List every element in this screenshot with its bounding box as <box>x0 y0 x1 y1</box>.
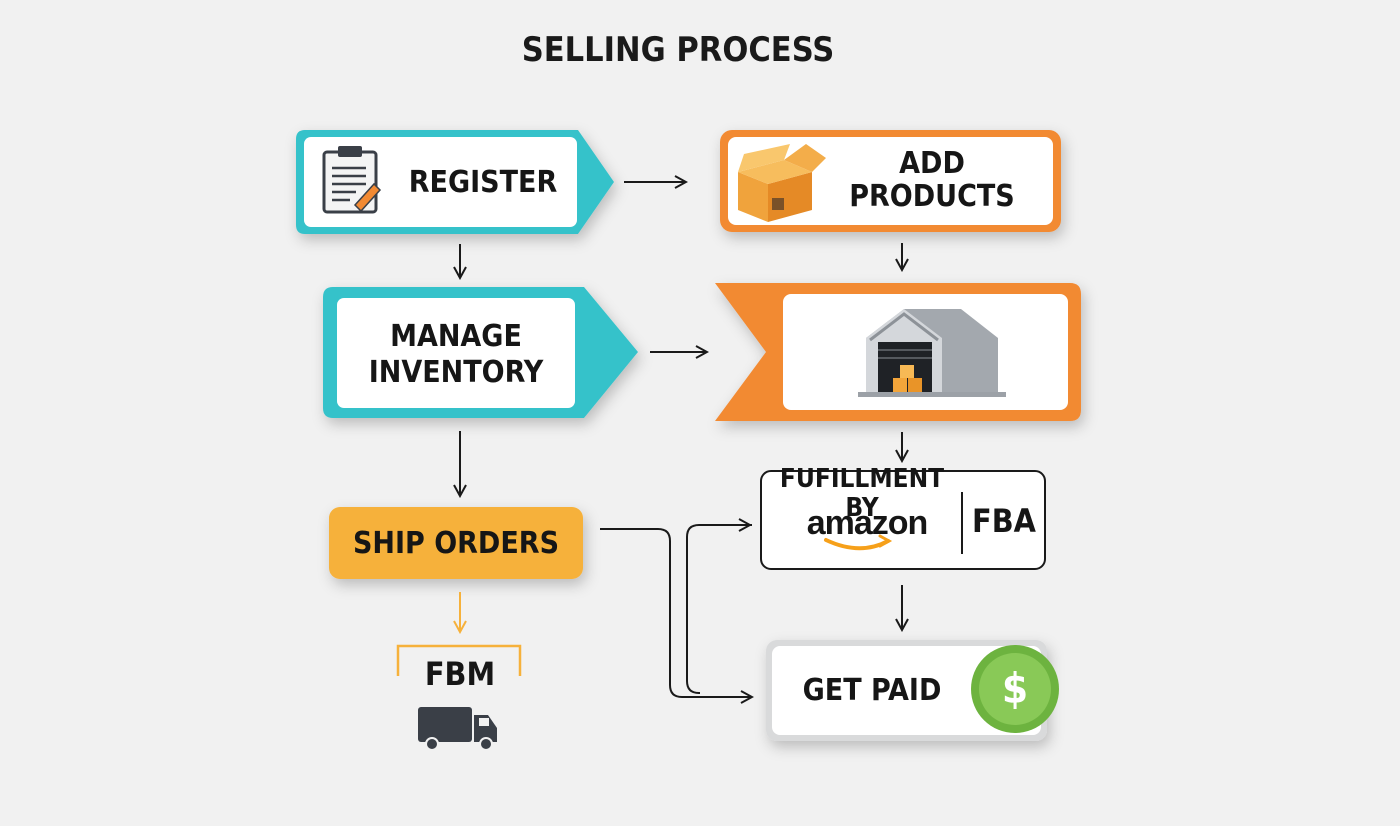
warehouse-icon <box>858 309 1006 397</box>
dollar-symbol: $ <box>1001 663 1029 713</box>
get-paid-label: GET PAID <box>802 672 942 708</box>
arrow-ship-to-fba <box>686 524 752 694</box>
ship-orders-label: SHIP ORDERS <box>352 525 560 561</box>
add-products-label: ADD PRODUCTS <box>849 146 1015 214</box>
dollar-coin-icon <box>971 645 1059 733</box>
ship-orders-node <box>329 507 583 579</box>
fbm-label: FBM <box>424 655 496 694</box>
get-paid-node <box>766 640 1047 741</box>
manage-label: MANAGE <box>390 318 522 354</box>
connectors <box>460 182 902 697</box>
inventory-label: INVENTORY <box>368 354 544 390</box>
fulfillment-label: FUFILLMENT BY <box>779 464 945 523</box>
manage-inventory-node <box>323 287 638 418</box>
fba-label: FBA <box>972 502 1036 541</box>
arrow-ship-to-paid <box>600 528 752 697</box>
register-label: REGISTER <box>408 164 558 200</box>
amazon-smile-icon <box>824 534 893 551</box>
truck-icon <box>418 707 497 751</box>
fbm-bracket <box>396 644 522 676</box>
clipboard-icon <box>322 146 382 214</box>
box-icon <box>738 144 826 222</box>
amazon-logo: amazon <box>806 504 929 543</box>
diagram-title: SELLING PROCESS <box>521 30 835 70</box>
